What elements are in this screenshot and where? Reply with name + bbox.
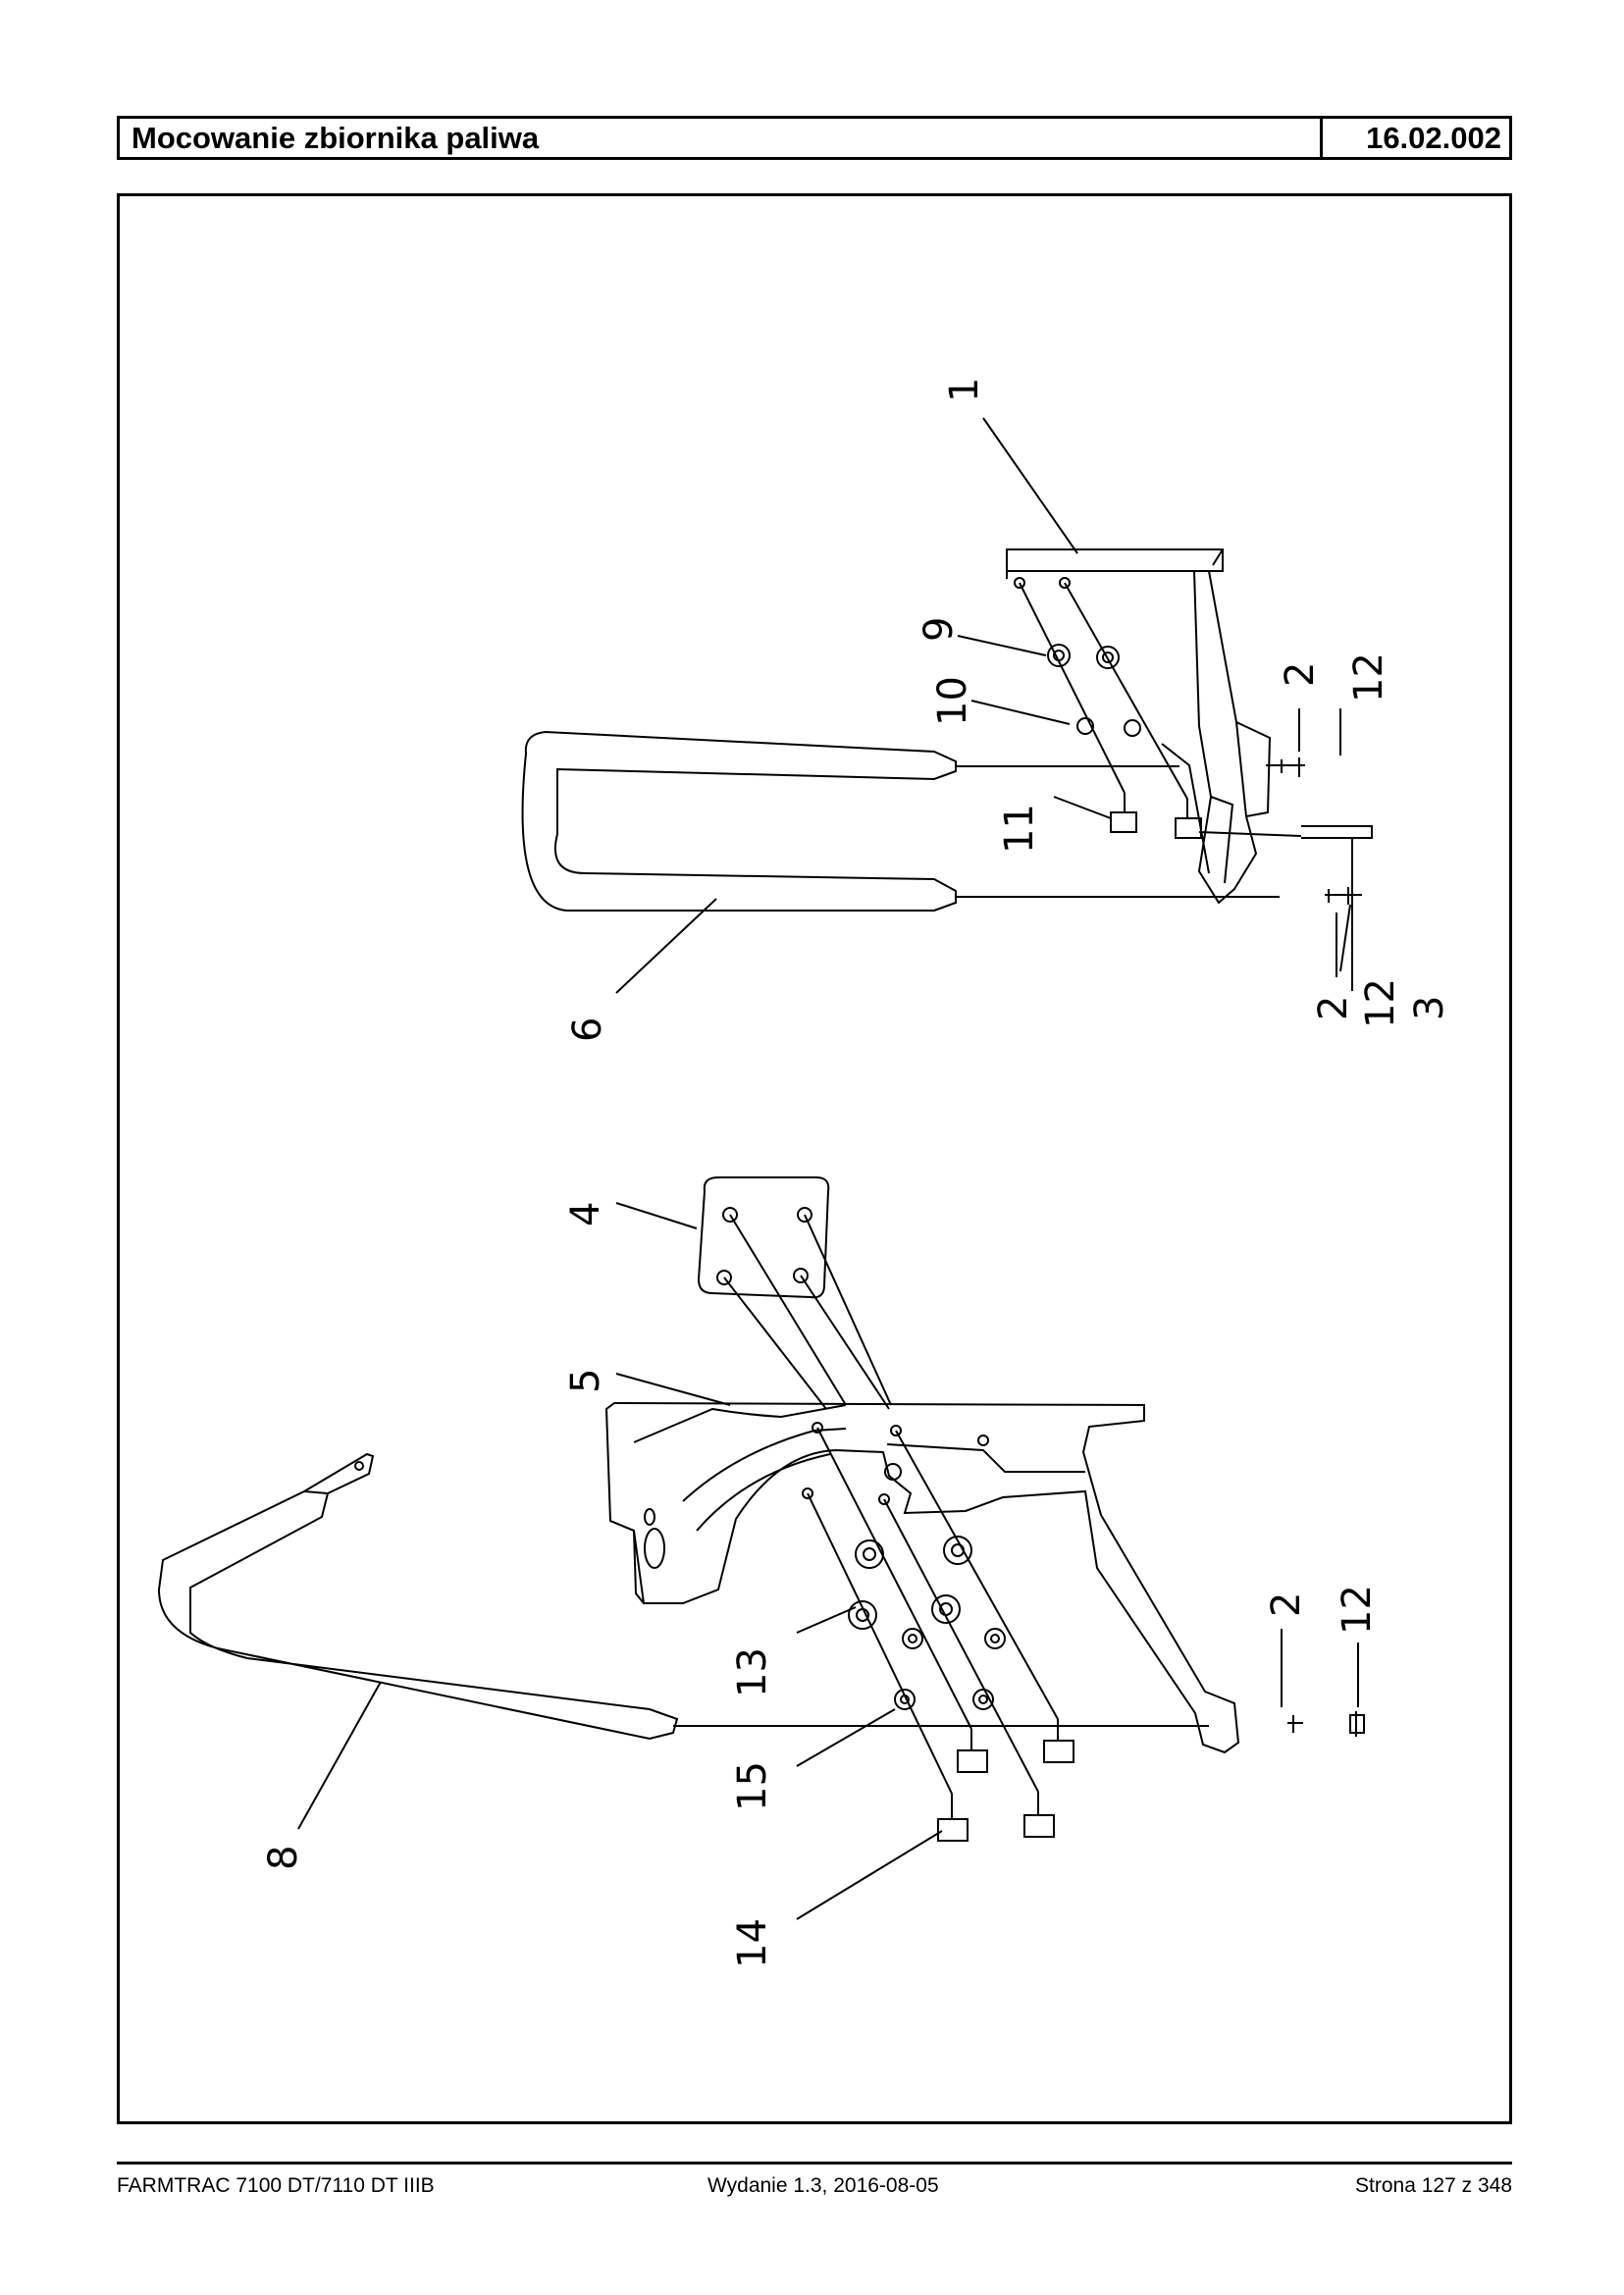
upper-hardware [983, 577, 1373, 905]
callout-12-middle: 12 [1358, 978, 1403, 1028]
callout-2-middle: 2 [1311, 996, 1356, 1020]
callout-11: 11 [997, 804, 1042, 854]
callout-labels: 1 9 10 11 2 12 6 2 12 3 4 5 2 12 13 15 8… [261, 378, 1452, 1968]
callout-12-upper: 12 [1346, 652, 1391, 703]
lower-hardware [712, 1427, 1365, 1842]
callout-14: 14 [730, 1918, 775, 1968]
page-footer: FARMTRAC 7100 DT/7110 DT IIIB Wydanie 1.… [117, 2171, 1512, 2201]
section-code: 16.02.002 [1366, 121, 1501, 155]
strap-6 [521, 730, 983, 912]
plate-4 [697, 1176, 892, 1410]
callout-3: 3 [1407, 996, 1452, 1020]
callout-8: 8 [261, 1846, 306, 1870]
footer-model: FARMTRAC 7100 DT/7110 DT IIIB [117, 2174, 435, 2197]
callout-12-lower: 12 [1335, 1585, 1380, 1635]
bracket-1 [1006, 548, 1272, 905]
callout-13: 13 [730, 1647, 775, 1697]
callout-6: 6 [565, 1017, 610, 1042]
callout-15: 15 [730, 1761, 775, 1811]
callout-5: 5 [563, 1369, 608, 1393]
callout-1: 1 [942, 378, 987, 402]
callout-9: 9 [917, 617, 962, 642]
footer-page-number: Strona 127 z 348 [1355, 2174, 1512, 2197]
callout-2-lower: 2 [1264, 1592, 1309, 1617]
page-title: Mocowanie zbiornika paliwa [120, 119, 1323, 157]
strap-8 [157, 1452, 712, 1741]
callout-2-upper: 2 [1278, 662, 1323, 687]
exploded-view-diagram: 1 9 10 11 2 12 6 2 12 3 4 5 2 12 13 15 8… [157, 378, 1452, 1968]
leader-lines [297, 417, 1359, 1920]
page-header: Mocowanie zbiornika paliwa 16.02.002 [117, 116, 1512, 160]
footer-divider [117, 2162, 1512, 2165]
callout-10: 10 [930, 676, 975, 726]
bracket-5 [604, 1401, 1240, 1754]
diagram-frame: 1 9 10 11 2 12 6 2 12 3 4 5 2 12 13 15 8… [117, 193, 1512, 2124]
footer-edition: Wydanie 1.3, 2016-08-05 [707, 2174, 939, 2197]
callout-4: 4 [563, 1202, 608, 1226]
